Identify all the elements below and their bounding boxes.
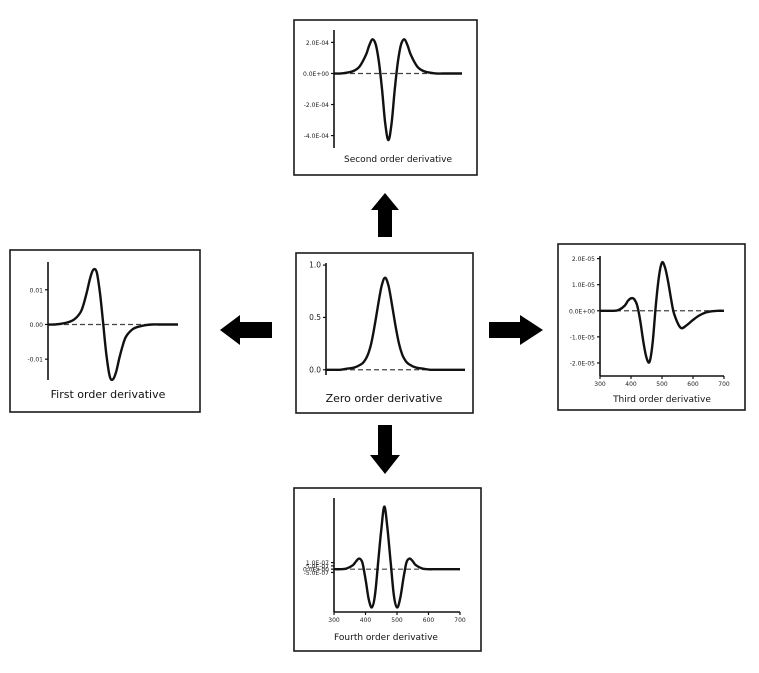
caption-fourth-order: Fourth order derivative	[334, 633, 438, 643]
panel-third-order: 2.0E-05 1.0E-05 0.0E+00 -1.0E-05 -2.0E-05 300…	[557, 243, 746, 411]
x-tick-label: 700	[454, 617, 466, 624]
y-tick-label: -5.0E-07	[304, 570, 329, 577]
x-tick-label: 500	[656, 381, 668, 388]
arrow-up-to-second-order	[371, 193, 399, 237]
series-line	[47, 267, 178, 382]
caption-zero-order: Zero order derivative	[326, 392, 443, 405]
y-tick-label: 1.0E-07	[306, 560, 329, 567]
x-tick-label: 500	[391, 617, 403, 624]
x-tick-label: 300	[594, 381, 606, 388]
panel-fourth-order: 1.0E-075.0E-070.0E+00-5.0E-07 300 400 500 60…	[293, 487, 482, 652]
y-tick-label: -1.0E-05	[570, 334, 595, 341]
y-tick-label: -4.0E-04	[304, 133, 329, 140]
y-tick-label: 0.0E+00	[303, 567, 329, 574]
plot-second-order: 2.0E-04 0.0E+00 -2.0E-04 -4.0E-04	[303, 30, 462, 148]
plot-fourth-order: 1.0E-075.0E-070.0E+00-5.0E-07 300 400 500 60…	[303, 498, 466, 624]
plot-zero-order: 0.0 0.5 1.0	[309, 261, 465, 375]
panel-zero-order: 0.0 0.5 1.0 Zero order derivative	[295, 252, 474, 414]
y-tick-label: -0.01	[27, 357, 43, 364]
y-tick-label: 0.01	[30, 287, 44, 294]
caption-third-order: Third order derivative	[612, 395, 711, 405]
y-tick-label: -2.0E-05	[570, 360, 595, 367]
x-tick-label: 300	[328, 617, 340, 624]
y-tick-label: 0.00	[30, 322, 44, 329]
y-tick-label: 2.0E-04	[306, 40, 329, 47]
caption-second-order: Second order derivative	[344, 155, 452, 165]
x-tick-label: 400	[625, 381, 637, 388]
series-line	[599, 260, 725, 364]
caption-first-order: First order derivative	[51, 388, 166, 401]
y-tick-label: 0.0E+00	[303, 71, 329, 78]
arrow-right-to-third-order	[489, 315, 543, 345]
series-line	[333, 505, 460, 609]
panel-frame	[293, 19, 478, 176]
series-line	[333, 38, 462, 142]
plot-first-order: -0.01 0.00 0.01	[27, 262, 178, 382]
y-tick-label: 0.0E+00	[569, 308, 595, 315]
y-tick-label: 5.0E-07	[306, 563, 329, 570]
y-tick-label: 1.0	[309, 261, 321, 270]
series-line	[325, 276, 465, 372]
y-tick-label: 0.0	[309, 365, 321, 374]
y-tick-label: 1.0E-05	[572, 282, 595, 289]
y-tick-label: 2.0E-05	[572, 256, 595, 263]
arrow-down-to-fourth-order	[370, 425, 400, 474]
x-tick-label: 600	[687, 381, 699, 388]
x-tick-label: 400	[360, 617, 372, 624]
x-tick-label: 700	[718, 381, 730, 388]
y-tick-label: -2.0E-04	[304, 102, 329, 109]
arrow-left-to-first-order	[220, 315, 272, 345]
panel-first-order: -0.01 0.00 0.01 First order derivative	[9, 249, 201, 413]
x-tick-label: 600	[423, 617, 435, 624]
y-tick-label: 0.5	[309, 313, 321, 322]
panel-frame	[557, 243, 746, 411]
plot-third-order: 2.0E-05 1.0E-05 0.0E+00 -1.0E-05 -2.0E-05 300…	[569, 256, 730, 388]
panel-second-order: 2.0E-04 0.0E+00 -2.0E-04 -4.0E-04 Second or…	[293, 19, 478, 176]
